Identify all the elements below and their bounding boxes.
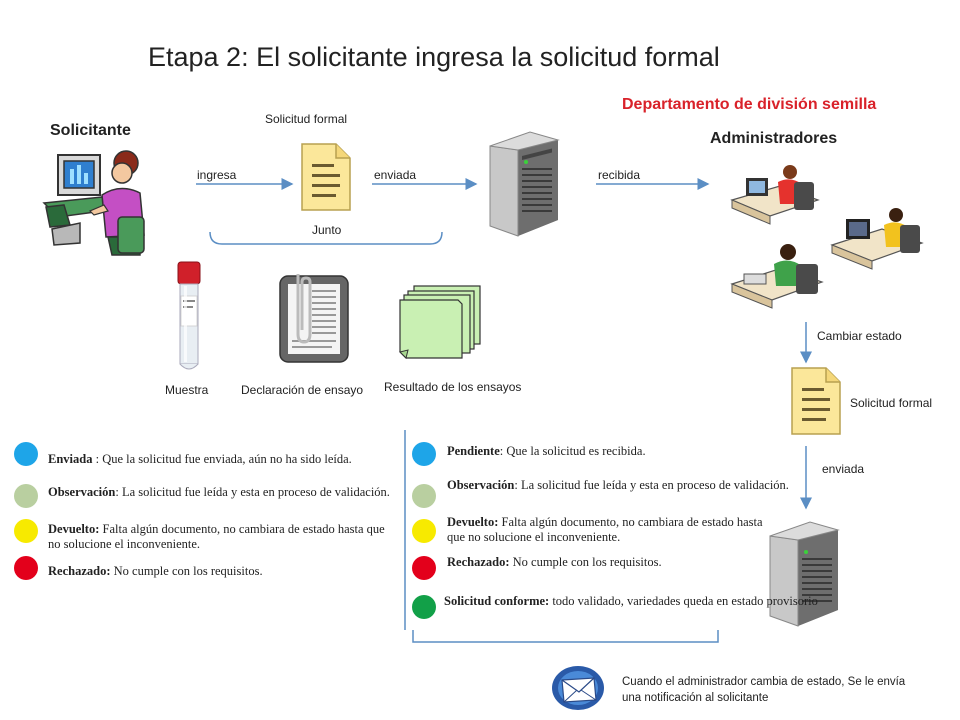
status-dot-pendiente	[412, 442, 436, 466]
status-dot-conforme	[412, 595, 436, 619]
legend-item-enviada: Enviada : Que la solicitud fue enviada, …	[48, 452, 352, 466]
clipboard-icon	[279, 274, 349, 363]
page-title: Etapa 2: El solicitante ingresa la solic…	[148, 42, 720, 72]
applicant-computer-icon	[42, 150, 145, 256]
admin-desk-icon-2	[830, 208, 924, 270]
muestra-label: Muestra	[165, 383, 209, 397]
server-icon-bottom	[769, 521, 840, 627]
legend-item-rechazado-right: Rechazado: No cumple con los requisitos.	[447, 555, 662, 569]
status-dot-rechazado-right	[412, 556, 436, 580]
applicant-label: Solicitante	[50, 122, 131, 139]
legend-item-observacion: Observación: La solicitud fue leída y es…	[48, 485, 390, 499]
status-dot-rechazado	[14, 556, 38, 580]
solicitud-formal-label: Solicitud formal	[265, 112, 348, 126]
papers-stack-icon	[399, 285, 481, 359]
admins-label: Administradores	[710, 130, 838, 147]
junto-label: Junto	[312, 223, 342, 237]
ingresa-label: ingresa	[197, 168, 237, 182]
server-icon	[489, 131, 560, 237]
declaracion-label: Declaración de ensayo	[241, 383, 364, 397]
enviada-down-label: enviada	[822, 462, 865, 476]
notify-bracket	[412, 630, 719, 643]
legend-item-devuelto-right: Devuelto: Falta algún documento, no camb…	[447, 515, 763, 544]
document-icon-right	[791, 367, 841, 435]
email-notification-icon	[552, 666, 604, 710]
status-dot-devuelto-right	[412, 519, 436, 543]
cambiar-estado-label: Cambiar estado	[817, 329, 902, 343]
sample-tube-icon	[177, 261, 201, 370]
legend-item-devuelto: Devuelto: Falta algún documento, no camb…	[48, 522, 385, 551]
department-title: Departamento de división semilla	[622, 96, 877, 113]
status-dot-devuelto	[14, 519, 38, 543]
enviada-label: enviada	[374, 168, 417, 182]
admin-desk-icon-1	[730, 165, 820, 225]
junto-bracket	[209, 231, 443, 245]
status-dot-observacion	[14, 484, 38, 508]
legend-item-observacion-right: Observación: La solicitud fue leída y es…	[447, 478, 789, 492]
legend-item-pendiente: Pendiente: Que la solicitud es recibida.	[447, 444, 646, 458]
recibida-label: recibida	[598, 168, 641, 182]
admin-desk-icon-3	[730, 244, 824, 309]
status-dot-observacion-right	[412, 484, 436, 508]
legend-item-rechazado: Rechazado: No cumple con los requisitos.	[48, 564, 263, 578]
resultado-label: Resultado de los ensayos	[384, 380, 522, 394]
status-dot-enviada	[14, 442, 38, 466]
legend-item-conforme: Solicitud conforme: todo validado, varie…	[444, 594, 818, 608]
document-icon	[301, 143, 351, 211]
solicitud-formal-right-label: Solicitud formal	[850, 396, 933, 410]
notification-text: Cuando el administrador cambia de estado…	[622, 676, 906, 704]
